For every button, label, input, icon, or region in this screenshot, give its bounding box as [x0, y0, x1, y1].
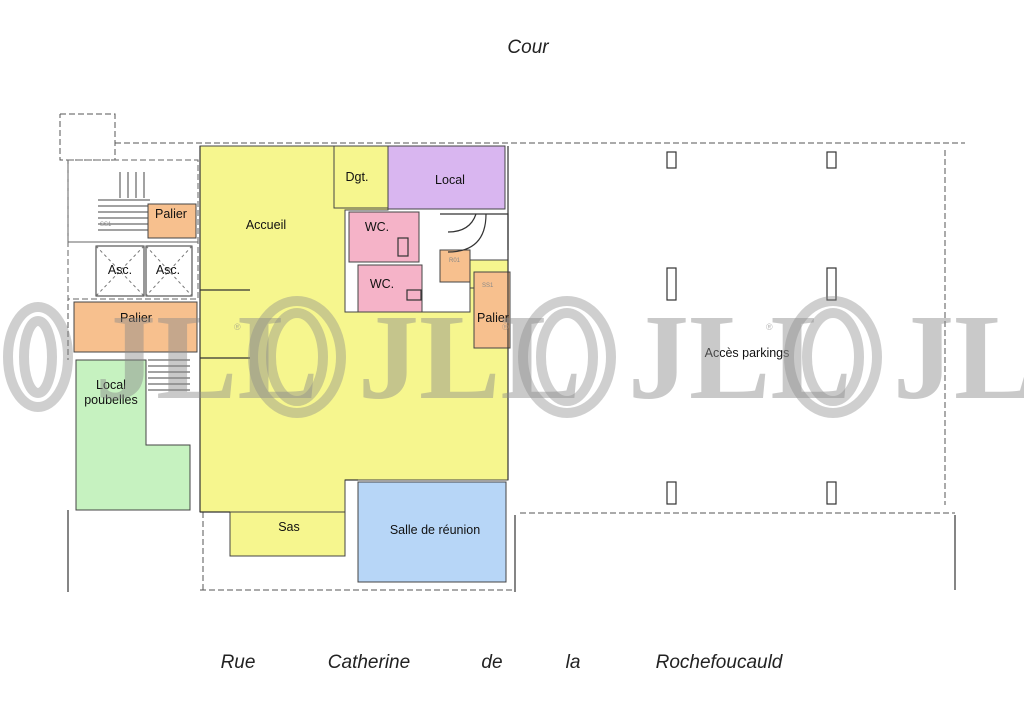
rooms — [73, 145, 511, 583]
street-word-rochefoucauld: Rochefoucauld — [656, 652, 784, 673]
stair-tag-right: SS1 — [482, 283, 494, 289]
room-palier-right — [473, 271, 511, 349]
watermark-text-3: JLL — [628, 290, 852, 425]
label-palier-left: Palier — [120, 311, 152, 325]
parking-columns — [666, 151, 837, 505]
label-palier-top: Palier — [155, 207, 187, 221]
label-wc-1: WC. — [365, 220, 389, 234]
watermark-mark-2: ® — [502, 322, 509, 332]
room-wc-1 — [348, 211, 420, 263]
watermark-text-4: JLL — [893, 290, 1024, 425]
cour-label: Cour — [507, 37, 549, 58]
room-palier-left — [73, 301, 198, 353]
room-wc-2 — [357, 264, 423, 313]
street-word-la: la — [566, 652, 581, 673]
stair-tag-left: SS1 — [100, 222, 112, 228]
watermark-text-2: JLL — [358, 290, 582, 425]
watermark-mark-3: ® — [766, 322, 773, 332]
jll-watermark: JLL JLL JLL JLL ® ® ® — [3, 290, 1024, 425]
label-acces-parkings: Accès parkings — [705, 346, 790, 360]
room-salle-reunion — [357, 481, 507, 583]
left-block: SS1 — [67, 159, 199, 391]
stair-tag-middle: R01 — [449, 258, 461, 264]
label-palier-right: Palier — [477, 311, 509, 325]
room-sas — [229, 511, 346, 557]
room-local-poubelles — [75, 359, 191, 511]
label-local-poubelles-line2: poubelles — [84, 393, 138, 407]
walls — [67, 146, 956, 592]
label-asc-1: Asc. — [108, 263, 132, 277]
street-word-rue: Rue — [221, 652, 256, 673]
label-asc-2: Asc. — [156, 263, 180, 277]
label-dgt: Dgt. — [346, 170, 369, 184]
label-sas: Sas — [278, 520, 300, 534]
watermark-text-1: JLL — [95, 290, 319, 425]
room-labels: Accueil Dgt. Local WC. WC. Palier Asc. A… — [84, 170, 789, 537]
room-local — [387, 145, 506, 210]
watermark-mark-1: ® — [234, 322, 241, 332]
label-local-poubelles-line1: Local — [96, 378, 126, 392]
street-word-de: de — [481, 652, 502, 673]
label-salle-reunion: Salle de réunion — [390, 523, 480, 537]
label-accueil: Accueil — [246, 218, 286, 232]
label-local: Local — [435, 173, 465, 187]
street-word-catherine: Catherine — [328, 652, 410, 673]
room-palier-top — [147, 203, 197, 239]
label-wc-2: WC. — [370, 277, 394, 291]
